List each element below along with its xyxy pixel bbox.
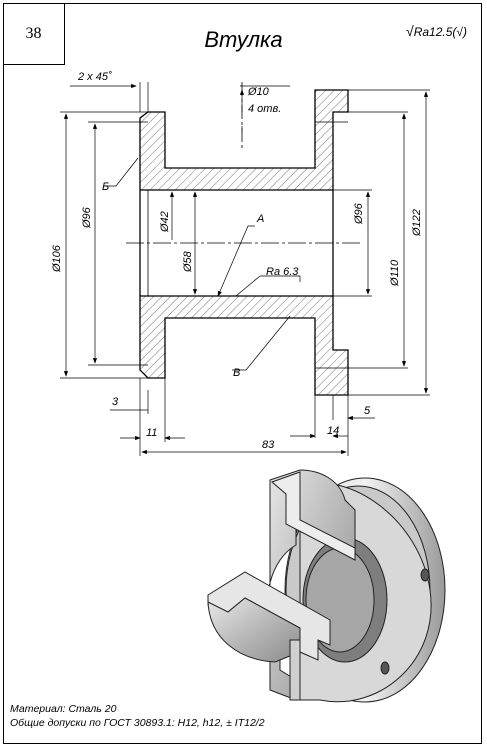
dim-d58: Ø58 [182, 250, 194, 273]
dim-d42: Ø42 [159, 211, 171, 233]
extension-lines [60, 82, 430, 456]
root-check-icon: √ [406, 23, 414, 39]
drawing-frame [3, 3, 482, 744]
tolerance-note: Общие допуски по ГОСТ 30893.1: H12, h12,… [10, 717, 265, 729]
dimension-texts: 2 x 45˚ Ø10 4 отв. Ø106 Ø96 Ø42 Ø58 Ø96 … [51, 71, 423, 451]
dim-hole-count: 4 отв. [248, 103, 281, 115]
dim-11: 11 [146, 427, 157, 439]
dim-ra: Ra 6.3 [266, 266, 299, 278]
roughness-value: Ra12.5 [413, 25, 453, 39]
dim-14: 14 [327, 425, 339, 437]
dim-d106: Ø106 [51, 244, 63, 273]
dim-83: 83 [262, 439, 275, 451]
roughness-symbol: √Ra12.5(√) [406, 23, 467, 39]
dim-d96-right: Ø96 [353, 202, 365, 225]
dim-chamfer: 2 x 45˚ [77, 71, 112, 83]
label-a: А [256, 213, 264, 225]
dim-hole-dia: Ø10 [247, 86, 270, 98]
drawing-notes: Материал: Сталь 20 Общие допуски по ГОСТ… [10, 702, 265, 730]
dim-5: 5 [364, 405, 371, 417]
dim-3: 3 [112, 396, 119, 408]
dim-d110: Ø110 [389, 259, 401, 287]
sheet-number-text: 38 [25, 24, 42, 42]
dimension-lines [63, 83, 429, 455]
roughness-tail: (√) [452, 25, 467, 39]
material-note: Материал: Сталь 20 [10, 703, 117, 715]
label-b: Б [102, 181, 109, 193]
drawing-title: Втулка [204, 27, 283, 52]
label-v: В [233, 367, 240, 379]
isometric-view [207, 469, 446, 703]
dim-d122: Ø122 [411, 209, 423, 237]
sheet-number: 38 [3, 3, 65, 65]
section-view [139, 89, 349, 396]
dim-d96-left: Ø96 [81, 206, 93, 229]
